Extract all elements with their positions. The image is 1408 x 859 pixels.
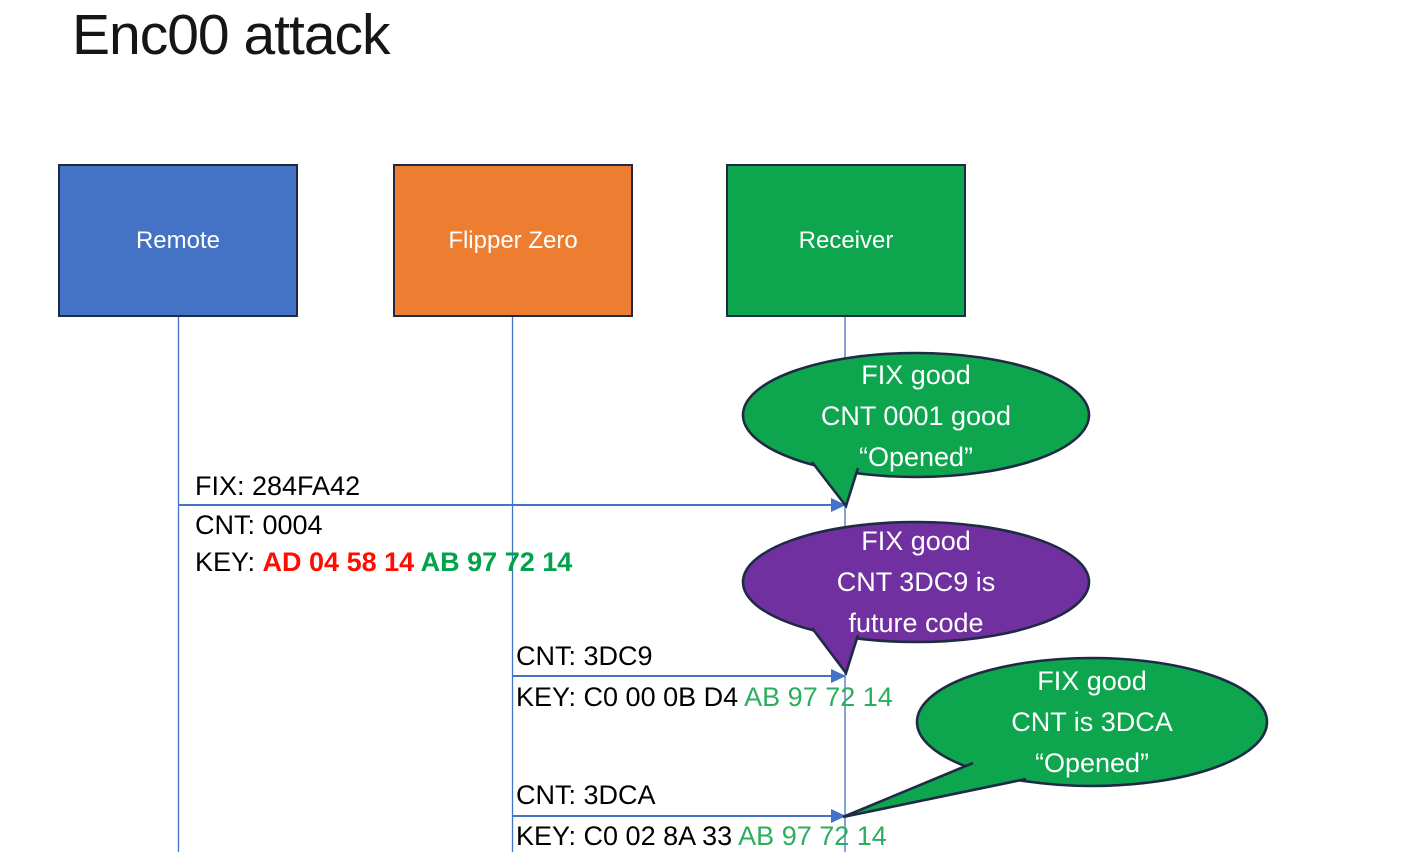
callout-tail xyxy=(810,461,860,509)
callout-bubble-opened-2 xyxy=(842,656,1269,819)
message-3-key-label: KEY: C0 02 8A 33 AB 97 72 14 xyxy=(516,821,887,852)
callout-line: “Opened” xyxy=(1034,747,1150,778)
message-1-fix-label: FIX: 284FA42 xyxy=(195,471,361,501)
key-green-bytes: AB 97 72 14 xyxy=(420,547,573,577)
callout-line: future code xyxy=(848,607,984,638)
callout-tail xyxy=(842,761,1027,819)
callout-line: FIX good xyxy=(861,525,971,556)
callout-line: CNT is 3DCA xyxy=(1011,706,1173,737)
message-2-cnt-label: CNT: 3DC9 xyxy=(516,641,653,671)
callout-bubble-future-code xyxy=(741,520,1091,676)
callout-line: FIX good xyxy=(861,359,971,390)
callout-2-text: FIX good CNT 3DC9 is future code xyxy=(743,522,1089,642)
arrowhead-icon xyxy=(831,498,846,512)
actor-label-remote: Remote xyxy=(135,226,221,254)
key-red-bytes: AD 04 58 14 xyxy=(262,547,421,577)
actor-label-receiver: Receiver xyxy=(798,226,894,254)
message-3-cnt-label: CNT: 3DCA xyxy=(516,780,656,810)
page-title: Enc00 attack xyxy=(72,3,391,67)
callout-3-text: FIX good CNT is 3DCA “Opened” xyxy=(917,659,1267,785)
actor-box-flipper-zero: Flipper Zero xyxy=(393,164,633,317)
callout-line: FIX good xyxy=(1037,665,1147,696)
callout-bubble-opened-1 xyxy=(741,351,1091,509)
key-green-bytes: AB 97 72 14 xyxy=(738,821,887,851)
message-1-key-label: KEY: AD 04 58 14 AB 97 72 14 xyxy=(195,547,572,578)
callout-line: “Opened” xyxy=(858,441,974,472)
arrowhead-icon xyxy=(831,669,846,683)
key-green-bytes: AB 97 72 14 xyxy=(744,682,893,712)
message-1-cnt-label: CNT: 0004 xyxy=(195,510,323,540)
callout-line: CNT 0001 good xyxy=(820,400,1012,431)
key-prefix: KEY: xyxy=(195,547,263,577)
callout-tail xyxy=(810,627,860,676)
message-2-key-label: KEY: C0 00 0B D4 AB 97 72 14 xyxy=(516,682,893,713)
key-prefix: KEY: C0 00 0B D4 xyxy=(516,682,745,712)
callout-line: CNT 3DC9 is xyxy=(836,566,996,597)
arrowhead-icon xyxy=(831,809,846,823)
callout-1-text: FIX good CNT 0001 good “Opened” xyxy=(743,355,1089,477)
actor-label-flipper-zero: Flipper Zero xyxy=(448,226,578,254)
key-prefix: KEY: C0 02 8A 33 xyxy=(516,821,739,851)
actor-box-receiver: Receiver xyxy=(726,164,966,317)
actor-box-remote: Remote xyxy=(58,164,298,317)
